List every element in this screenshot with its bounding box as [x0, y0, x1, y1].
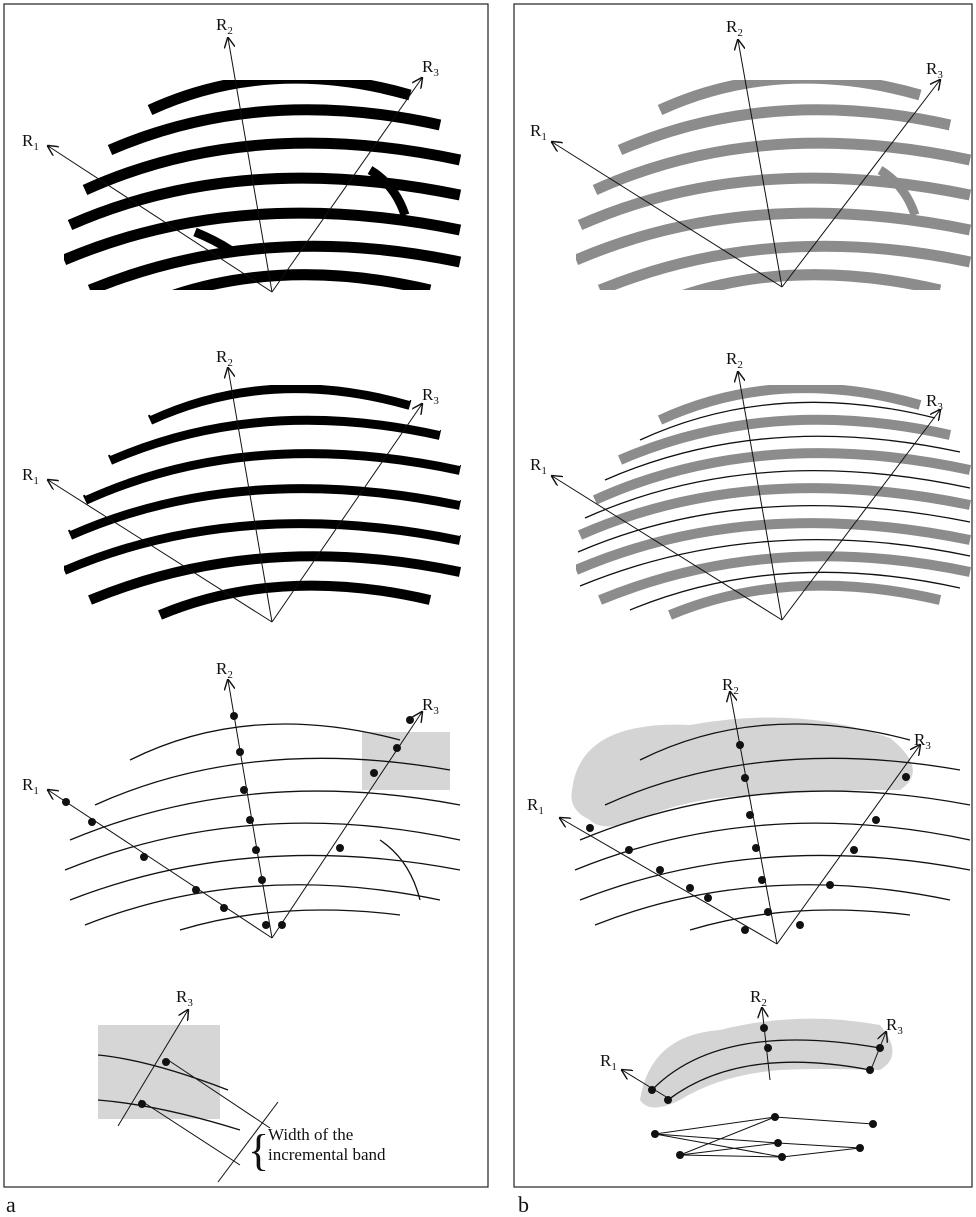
- a1-r2-label: R2: [216, 15, 233, 37]
- a4-dot-upper: [162, 1058, 170, 1066]
- a3-r1-label: R1: [22, 775, 39, 797]
- band-note-line2: incremental band: [268, 1145, 386, 1164]
- a2-r1-label: R1: [22, 465, 39, 487]
- b4-r1-label: R1: [600, 1051, 617, 1073]
- b1-r3-label: R3: [926, 59, 943, 81]
- b2-r2-label: R2: [726, 349, 743, 371]
- a2-r2-label: R2: [216, 347, 233, 369]
- b2-r3-label: R3: [926, 391, 943, 413]
- panel-a-caption: a: [6, 1192, 16, 1217]
- a1-binarized-ridges: [64, 78, 460, 300]
- b1-r2-label: R2: [726, 17, 743, 39]
- b3-r3-label: R3: [914, 730, 931, 752]
- b1-r1-label: R1: [530, 121, 547, 143]
- b2-grey-ridges: [576, 388, 970, 615]
- b1-grey-ridges: [576, 78, 970, 300]
- a2-r3-label: R3: [422, 385, 439, 407]
- band-brace: {: [248, 1126, 269, 1175]
- a2-contoured-ridges: [64, 383, 460, 615]
- b3-r2-label: R2: [722, 675, 739, 697]
- b3-r1-label: R1: [527, 795, 544, 817]
- band-note-line1: Width of the: [268, 1125, 353, 1144]
- b4-graph-edges: [655, 1117, 873, 1157]
- b4-r3-label: R3: [886, 1015, 903, 1037]
- b3-highlight-band: [571, 717, 912, 826]
- a3-r2-label: R2: [216, 659, 233, 681]
- a4-zoom-box: [98, 1025, 220, 1119]
- b2-r1-label: R1: [530, 455, 547, 477]
- panel-b-caption: b: [518, 1192, 529, 1217]
- b2-valley-skeleton: [578, 402, 970, 610]
- a4-dot-lower: [138, 1100, 146, 1108]
- a4-r3-label: R3: [176, 987, 193, 1009]
- a3-intersection-dots: [62, 712, 414, 929]
- b4-r2-label: R2: [750, 987, 767, 1009]
- a1-r3-label: R3: [422, 57, 439, 79]
- a1-r1-label: R1: [22, 131, 39, 153]
- a3-r3-label: R3: [422, 695, 439, 717]
